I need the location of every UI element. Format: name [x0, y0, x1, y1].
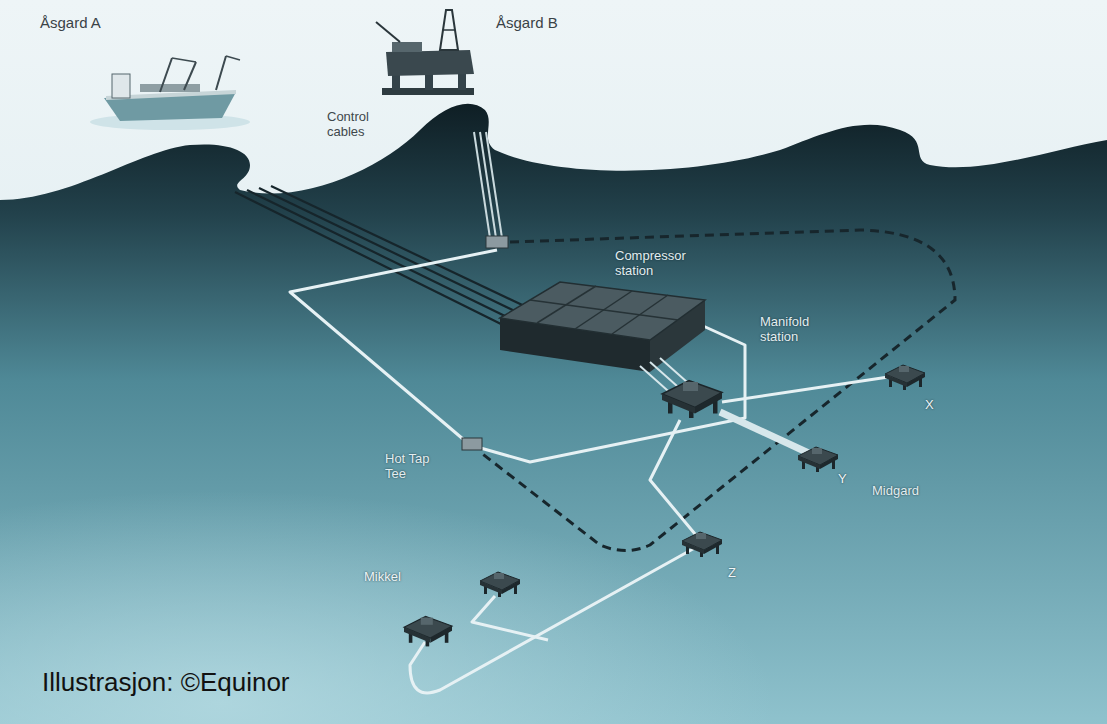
- well-template: [682, 532, 722, 557]
- field-label: Mikkel: [364, 570, 434, 585]
- riser-base: [486, 236, 508, 248]
- platform-label: Åsgard A: [40, 14, 150, 31]
- flowlines: [290, 250, 895, 693]
- well-label: X: [925, 398, 945, 413]
- credit-caption: Illustrasjon: ©Equinor: [42, 668, 462, 698]
- field-label: Midgard: [872, 484, 952, 499]
- station-label: Compressor station: [615, 249, 697, 279]
- station-label: Manifold station: [760, 315, 832, 345]
- well-label: Z: [728, 566, 748, 581]
- well-template: [404, 616, 452, 646]
- seabed-light: [0, 300, 1107, 724]
- control-cables: [235, 186, 535, 326]
- sea-body: [0, 104, 1107, 724]
- cable-label: Control cables: [327, 110, 393, 140]
- risers: [474, 132, 502, 238]
- well-template: [885, 365, 925, 390]
- platform-label: Åsgard B: [496, 14, 606, 31]
- component-label: Hot Tap Tee: [385, 452, 437, 482]
- manifold-template: [662, 381, 722, 419]
- semisub-platform: [376, 10, 474, 95]
- well-template: [480, 572, 520, 597]
- compressor-station: [500, 282, 705, 398]
- hot-tap-tee-symbol: [462, 438, 482, 450]
- well-label: Y: [838, 472, 858, 487]
- fpso-ship: [90, 56, 250, 130]
- well-template: [798, 447, 838, 472]
- dashed-pipeline: [480, 230, 955, 551]
